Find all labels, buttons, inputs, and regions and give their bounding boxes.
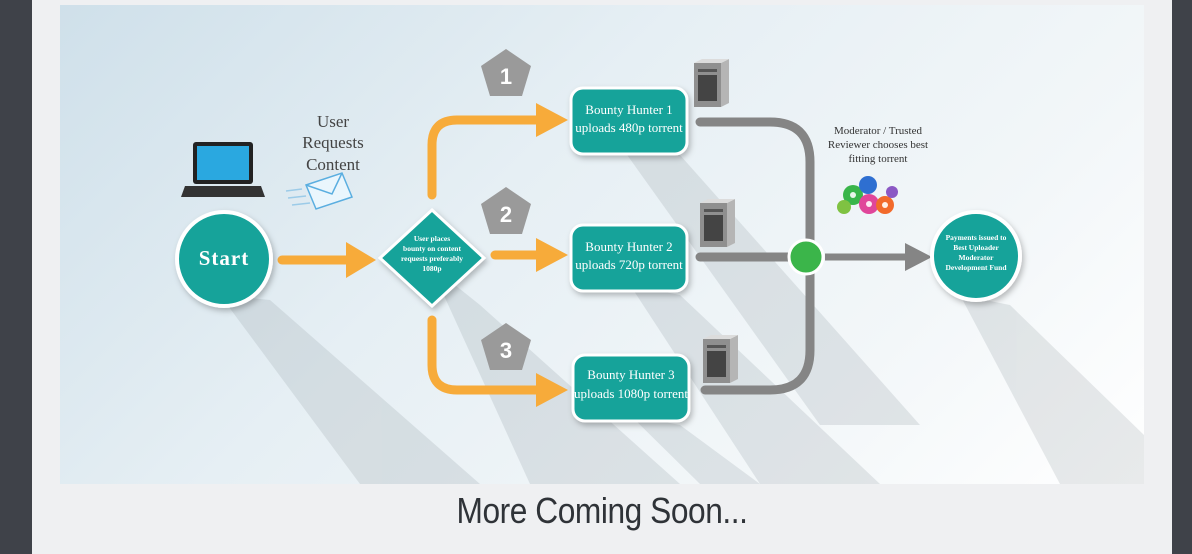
page: User Requests Content Start User places … — [32, 0, 1172, 554]
user-requests-line-3: Content — [306, 155, 360, 174]
step-1-pentagon: 1 — [481, 49, 531, 96]
hunter-3-box — [571, 353, 691, 423]
arrow-heads — [346, 103, 568, 407]
user-requests-line-2: Requests — [302, 133, 363, 152]
laptop-icon — [181, 142, 265, 197]
payments-line-2: Best Uploader — [953, 243, 999, 252]
moderator-line-3: fitting torrent — [849, 153, 908, 165]
moderator-line-1: Moderator / Trusted — [834, 125, 923, 137]
user-requests-line-1: User — [317, 112, 349, 131]
arrow-to-payments — [825, 243, 932, 271]
step-2-pentagon: 2 — [481, 187, 531, 234]
start-label: Start — [199, 246, 250, 270]
hunter-3-line-1: Bounty Hunter 3 — [587, 367, 674, 382]
decorative-shadows — [220, 145, 1144, 484]
server-icon-1 — [694, 59, 729, 107]
bounty-line-4: 1080p — [422, 264, 441, 273]
step-1-label: 1 — [500, 64, 512, 89]
step-2-label: 2 — [500, 202, 512, 227]
flow-diagram: User Requests Content Start User places … — [60, 5, 1144, 484]
more-coming-soon-caption: More Coming Soon... — [456, 490, 748, 531]
hunter-1-line-2: uploads 480p torrent — [575, 120, 683, 135]
payments-node — [930, 210, 1022, 302]
bounty-line-2: bounty on content — [403, 244, 461, 253]
server-icon-3 — [703, 335, 738, 383]
server-icon-2 — [700, 199, 735, 247]
gears-icon — [837, 176, 898, 214]
step-3-pentagon: 3 — [481, 323, 531, 370]
payments-line-1: Payments issued to — [946, 233, 1007, 242]
hunter-2-box — [569, 223, 689, 293]
moderator-line-2: Reviewer chooses best — [828, 139, 928, 151]
envelope-icon — [285, 172, 354, 210]
orange-arrows — [277, 115, 545, 395]
hunter-2-line-2: uploads 720p torrent — [575, 257, 683, 272]
hunter-3-line-2: uploads 1080p torrent — [574, 386, 688, 401]
payments-line-4: Development Fund — [945, 263, 1007, 272]
bounty-line-3: requests preferably — [401, 254, 463, 263]
hunter-1-line-1: Bounty Hunter 1 — [585, 102, 672, 117]
bounty-line-1: User places — [414, 234, 450, 243]
hunter-2-line-1: Bounty Hunter 2 — [585, 239, 672, 254]
step-3-label: 3 — [500, 338, 512, 363]
bounty-diamond — [377, 207, 487, 309]
hunter-1-box — [569, 86, 689, 156]
start-node — [175, 210, 273, 308]
hub-node — [787, 238, 825, 276]
diagram-canvas: User Requests Content Start User places … — [175, 49, 1144, 484]
payments-line-3: Moderator — [959, 253, 995, 262]
